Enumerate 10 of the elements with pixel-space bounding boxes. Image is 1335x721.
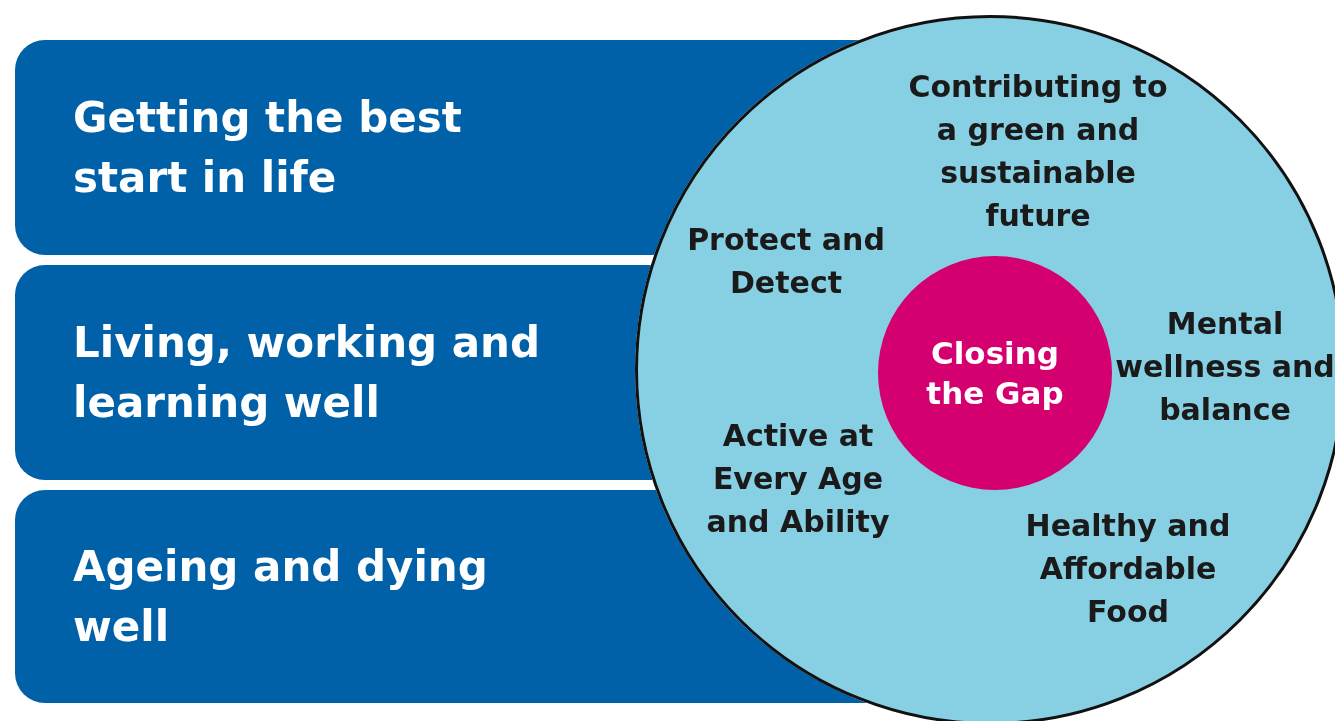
theme-label: Mental wellness and balance (1114, 304, 1335, 429)
stage-label: Living, working and learning well (73, 316, 542, 429)
theme-label: Healthy and Affordable Food (1024, 506, 1232, 631)
center-label: Closing the Gap (925, 334, 1065, 413)
theme-label: Contributing to a green and sustainable future (907, 68, 1169, 235)
theme-label: Protect and Detect (686, 221, 886, 302)
stage-label: Ageing and dying well (73, 540, 489, 653)
stage-label: Getting the best start in life (73, 91, 463, 204)
stage-band (15, 265, 652, 480)
theme-label: Active at Every Age and Ability (705, 416, 891, 541)
